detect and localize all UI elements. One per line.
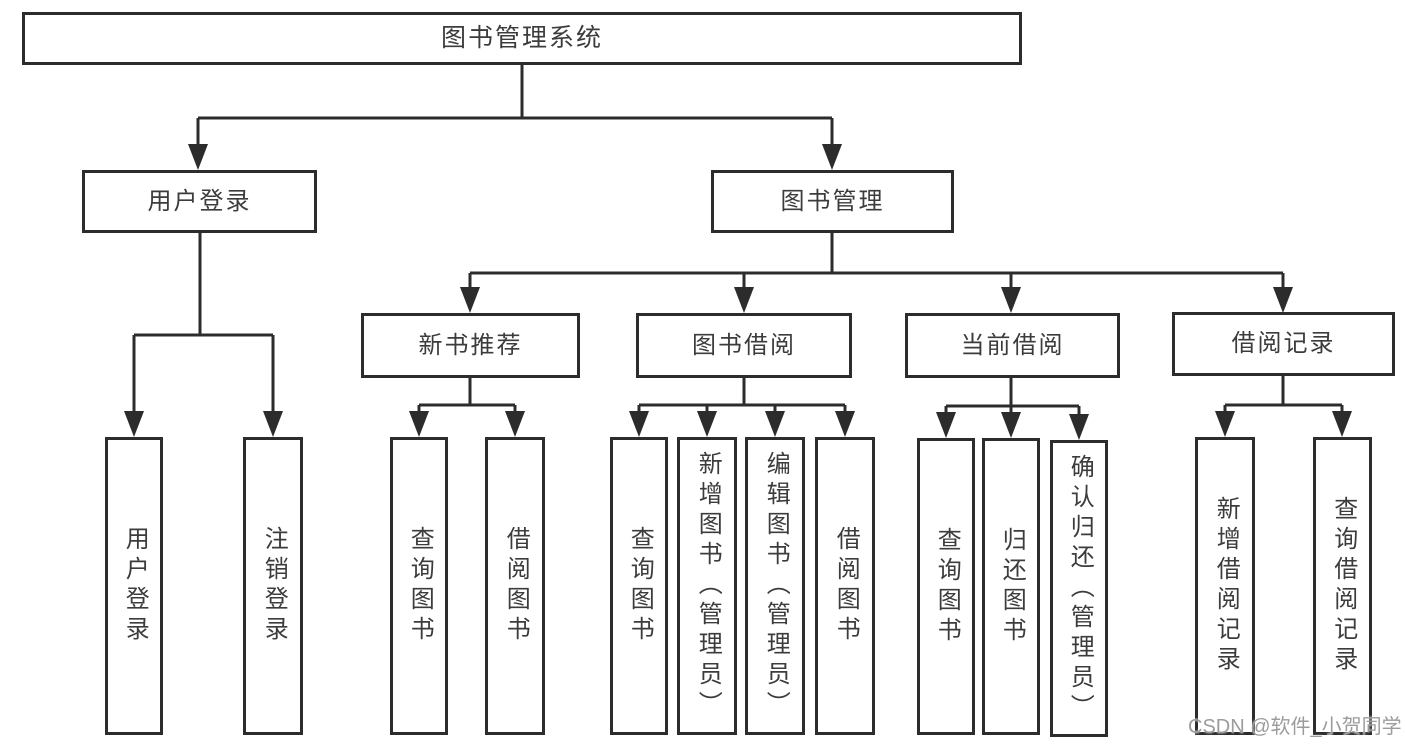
node-book-management-label: 图书管理 [780, 187, 885, 215]
node-book-management: 图书管理 [711, 170, 954, 233]
node-current-borrow: 当前借阅 [905, 313, 1120, 378]
leaf-query-books-3-label: 查询图书 [933, 526, 961, 647]
leaf-logout: 注销登录 [243, 437, 303, 735]
leaf-query-books-3: 查询图书 [917, 438, 975, 735]
leaf-edit-book-admin: 编辑图书（管理员） [745, 437, 805, 735]
leaf-add-book-admin-label: 新增图书（管理员） [694, 451, 722, 721]
leaf-confirm-return-admin-label: 确认归还（管理员） [1066, 453, 1094, 724]
leaf-add-book-admin: 新增图书（管理员） [677, 437, 737, 735]
node-user-login: 用户登录 [82, 170, 317, 233]
leaf-confirm-return-admin: 确认归还（管理员） [1050, 440, 1108, 737]
node-borrow-record-label: 借阅记录 [1231, 330, 1336, 357]
node-user-login-label: 用户登录 [147, 187, 252, 215]
leaf-return-book: 归还图书 [982, 438, 1040, 735]
leaf-query-books-2: 查询图书 [610, 437, 668, 735]
node-new-book-recommend: 新书推荐 [361, 313, 580, 378]
node-new-book-recommend-label: 新书推荐 [418, 331, 523, 359]
leaf-query-books-1-label: 查询图书 [406, 526, 434, 646]
leaf-query-books-1: 查询图书 [390, 437, 448, 735]
leaf-borrow-books-2-label: 借阅图书 [832, 526, 860, 646]
leaf-borrow-books-2: 借阅图书 [815, 437, 875, 735]
leaf-query-borrow-record-label: 查询借阅记录 [1329, 496, 1357, 676]
leaf-add-borrow-record: 新增借阅记录 [1195, 437, 1255, 735]
leaf-query-books-2-label: 查询图书 [626, 526, 654, 646]
node-library-system-label: 图书管理系统 [440, 24, 603, 52]
leaf-query-borrow-record: 查询借阅记录 [1313, 437, 1372, 735]
node-borrow-record: 借阅记录 [1172, 312, 1395, 376]
node-library-system: 图书管理系统 [22, 12, 1022, 65]
node-book-borrow-label: 图书借阅 [692, 331, 796, 359]
leaf-return-book-label: 归还图书 [998, 526, 1026, 647]
watermark: CSDN @软件_小贺同学 [1188, 716, 1402, 738]
node-current-borrow-label: 当前借阅 [960, 331, 1065, 359]
leaf-logout-label: 注销登录 [260, 526, 288, 646]
leaf-user-login-label: 用户登录 [121, 526, 149, 646]
leaf-borrow-books-1: 借阅图书 [485, 437, 545, 735]
leaf-add-borrow-record-label: 新增借阅记录 [1212, 496, 1240, 676]
leaf-borrow-books-1-label: 借阅图书 [502, 526, 530, 646]
leaf-user-login: 用户登录 [105, 437, 163, 735]
node-book-borrow: 图书借阅 [636, 313, 852, 378]
leaf-edit-book-admin-label: 编辑图书（管理员） [762, 451, 790, 721]
